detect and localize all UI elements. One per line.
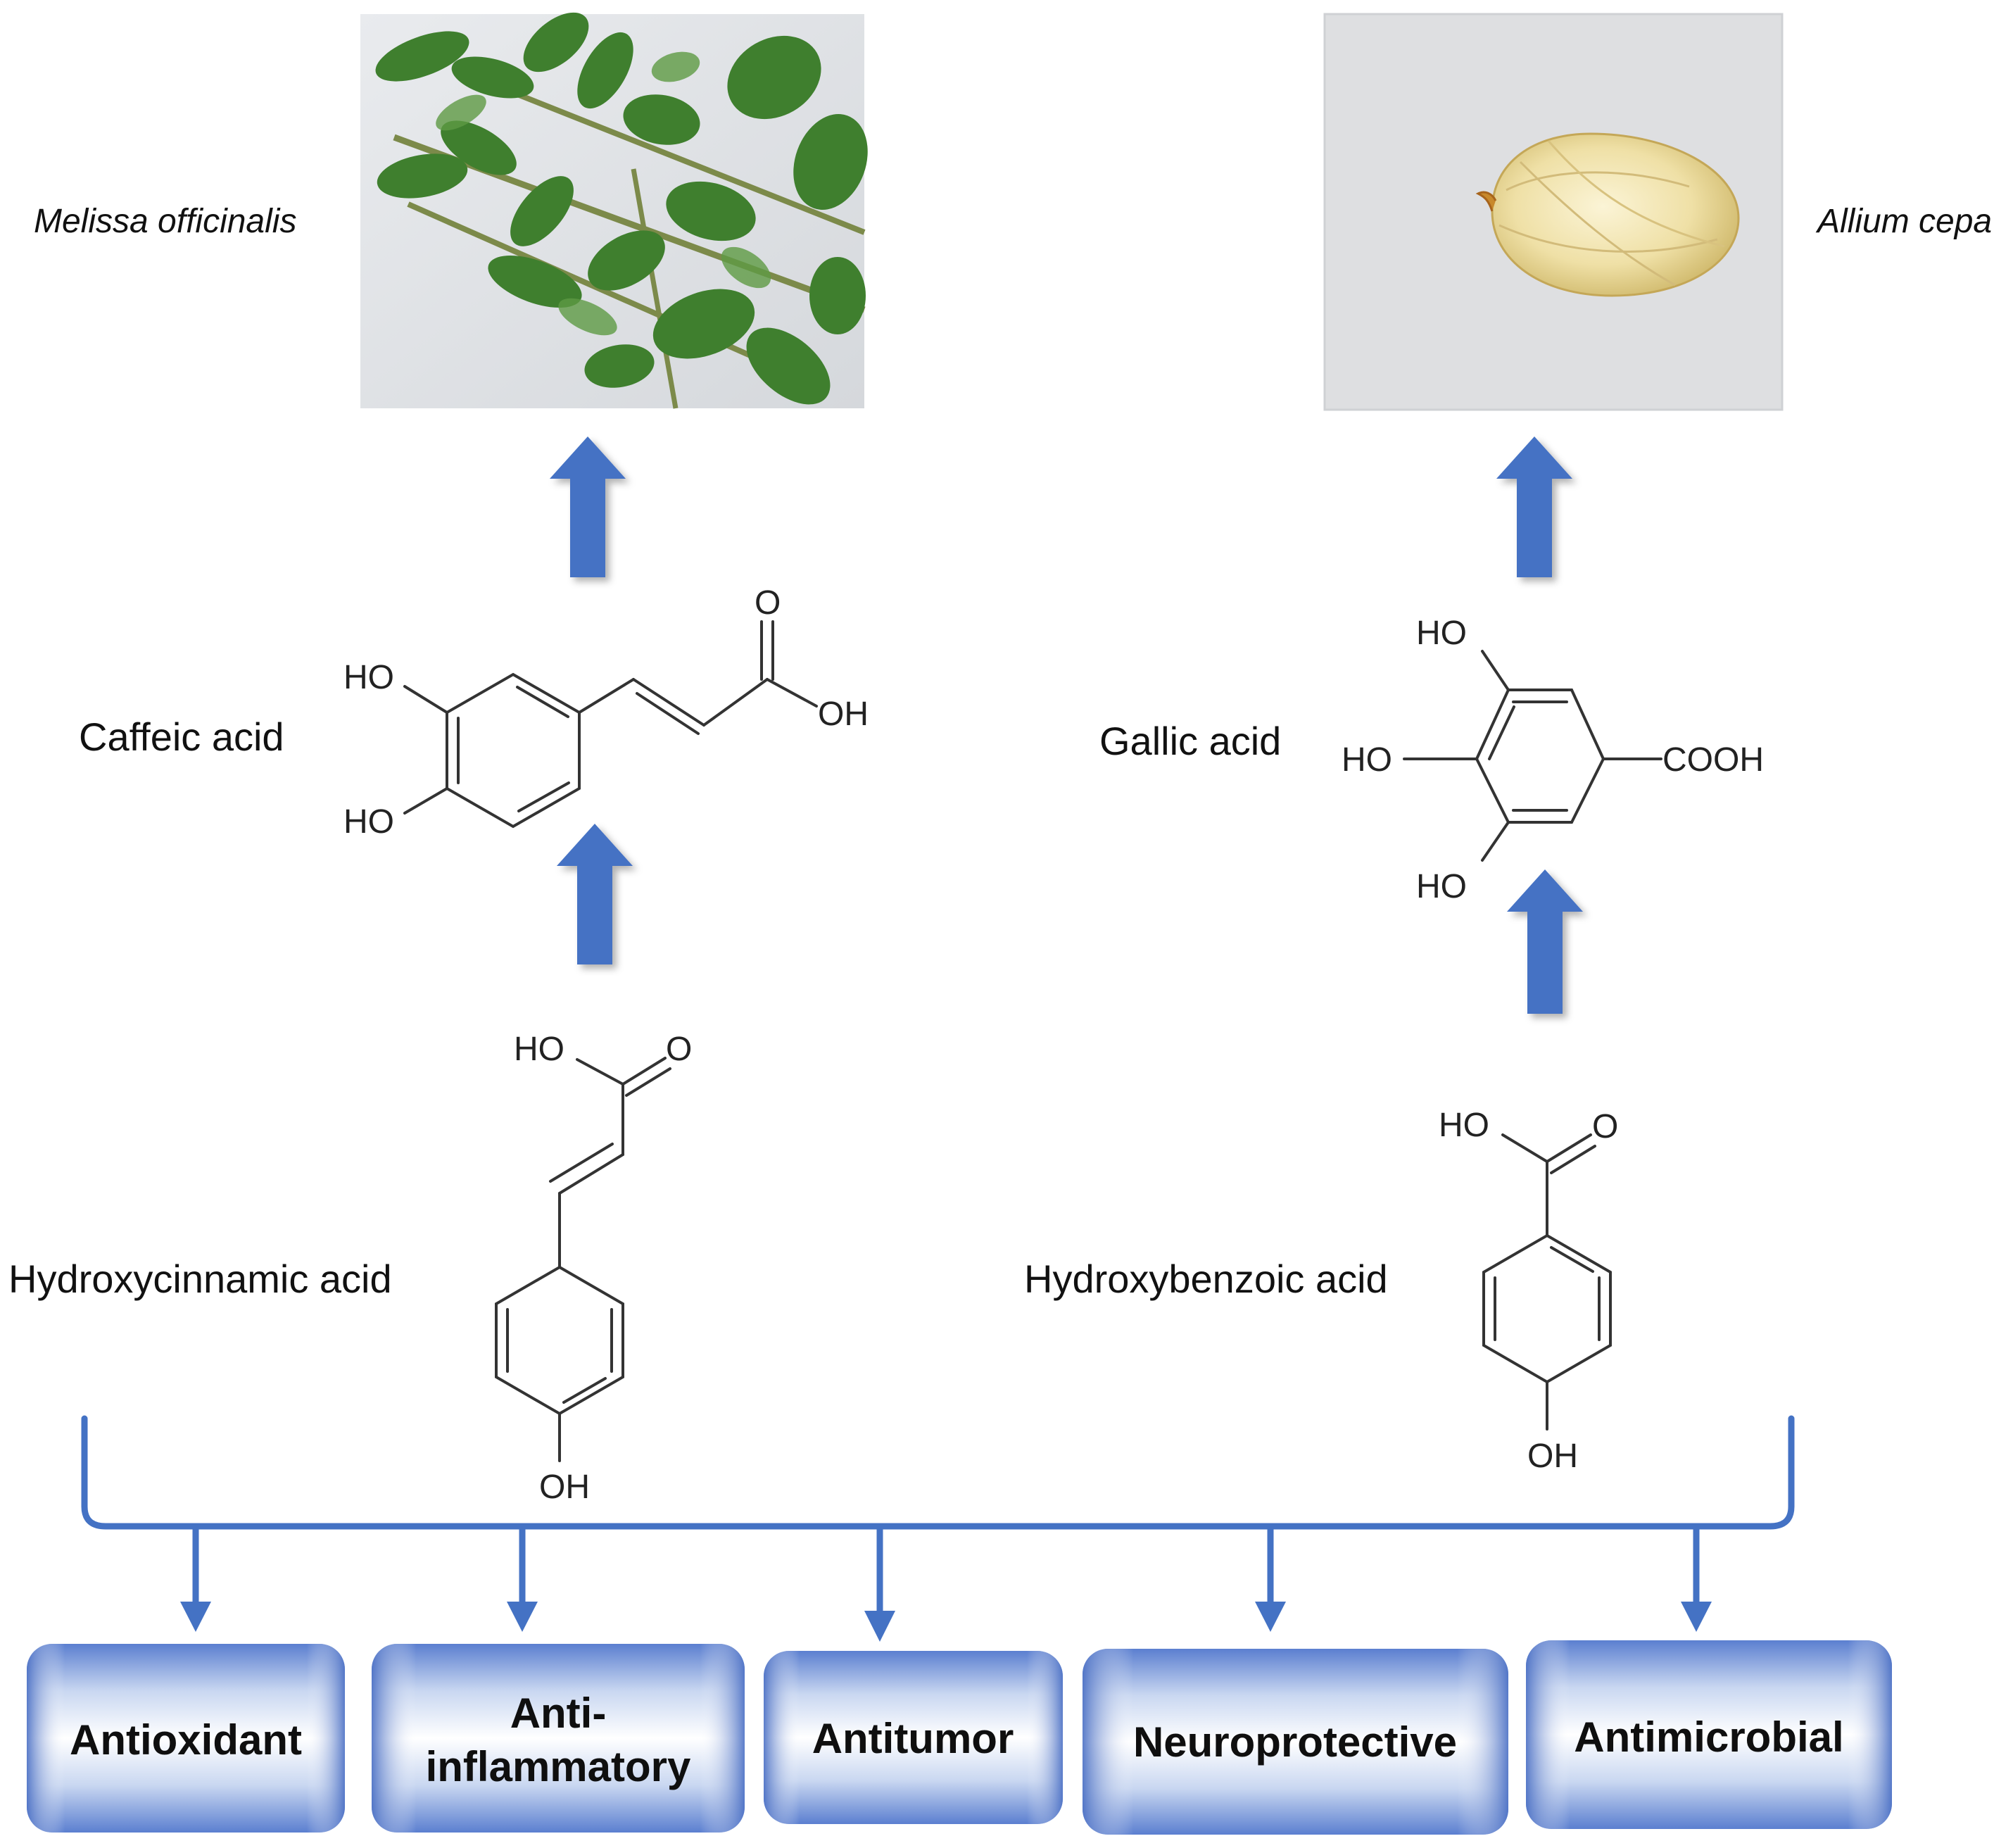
effect-box-anti-inflammatory: Anti- inflammatory xyxy=(372,1644,745,1833)
atom-label: OH xyxy=(818,696,869,733)
chemical-bond xyxy=(549,1143,614,1183)
atom-label: OH xyxy=(1527,1438,1578,1475)
arrow-up-hydroxycinnamic-to-caffeic xyxy=(557,824,633,964)
chemical-bond xyxy=(1481,821,1510,862)
effect-box-antimicrobial: Antimicrobial xyxy=(1526,1640,1892,1829)
compound-label-caffeic: Caffeic acid xyxy=(79,715,284,759)
atom-label: HO xyxy=(1342,741,1392,779)
effect-box-antitumor: Antitumor xyxy=(764,1651,1063,1824)
chemical-bond xyxy=(446,672,581,829)
chemical-bond xyxy=(1550,1145,1596,1174)
chemical-bond xyxy=(403,685,448,714)
effect-label-antimicrobial: Antimicrobial xyxy=(1574,1714,1843,1761)
chemical-bond xyxy=(578,678,635,714)
arrow-up-hydroxybenzoic-to-gallic xyxy=(1507,869,1583,1014)
chemical-bond xyxy=(1482,1233,1612,1384)
effect-label-inflammatory-line2: inflammatory xyxy=(426,1743,691,1790)
atom-label: COOH xyxy=(1662,741,1764,779)
chemical-bond xyxy=(1475,689,1605,824)
atom-label: OH xyxy=(539,1469,590,1506)
gallic-acid-structure: HO HO HO COOH xyxy=(1342,615,1764,905)
chemical-bond xyxy=(576,1058,624,1086)
connector-arrowheads xyxy=(180,1602,1712,1642)
hydroxybenzoic-acid-structure: HO O OH xyxy=(1439,1107,1618,1475)
arrow-up-gallic-to-allium xyxy=(1496,436,1572,577)
chemical-bond xyxy=(517,781,570,812)
species-label-right: Allium cepa xyxy=(1815,203,1992,240)
chemical-bond xyxy=(636,692,700,735)
onion-bulb-icon xyxy=(1475,132,1740,297)
chemical-bond xyxy=(558,1153,624,1195)
chemical-bond xyxy=(702,678,769,727)
arrow-up-caffeic-to-melissa xyxy=(550,436,626,577)
atom-label: HO xyxy=(1416,868,1467,905)
chemical-bond xyxy=(621,1057,667,1086)
chemical-bond xyxy=(1501,1133,1548,1163)
melissa-photo xyxy=(360,12,868,409)
chemical-bond xyxy=(1550,1246,1594,1273)
effect-label-anti-line1: Anti- xyxy=(510,1690,607,1737)
compound-label-gallic: Gallic acid xyxy=(1099,719,1281,763)
effect-label-neuroprotective: Neuroprotective xyxy=(1133,1718,1457,1766)
atom-label: HO xyxy=(1439,1107,1489,1144)
species-label-left: Melissa officinalis xyxy=(34,203,296,240)
chemical-bond xyxy=(1481,650,1510,691)
atom-label: HO xyxy=(343,803,394,841)
compound-label-hydroxycinnamic: Hydroxycinnamic acid xyxy=(8,1257,392,1301)
allium-photo xyxy=(1323,13,1784,411)
chemical-bond xyxy=(632,678,705,727)
leaf-branch-icon xyxy=(375,12,868,409)
effect-box-antioxidant: Antioxidant xyxy=(27,1644,345,1833)
atom-label: O xyxy=(666,1031,692,1068)
atom-label: HO xyxy=(1416,615,1467,652)
chemical-bond xyxy=(766,678,818,708)
effect-box-neuroprotective: Neuroprotective xyxy=(1083,1649,1508,1835)
atom-label: HO xyxy=(514,1031,564,1068)
atom-label: HO xyxy=(343,659,394,696)
atom-label: O xyxy=(1592,1108,1618,1145)
caffeic-acid-structure: HO HO O OH xyxy=(343,584,869,841)
effect-label-antitumor: Antitumor xyxy=(812,1715,1014,1762)
chemical-bond xyxy=(625,1067,671,1097)
chemical-bond xyxy=(1488,705,1515,760)
effect-label-antioxidant: Antioxidant xyxy=(70,1716,302,1764)
atom-label: O xyxy=(755,584,781,622)
chemical-bond xyxy=(403,787,448,815)
effects-bracket xyxy=(81,1415,1795,1623)
hydroxycinnamic-acid-structure: HO O OH xyxy=(495,1031,692,1506)
chemical-bond xyxy=(1546,1133,1592,1163)
chemical-bond xyxy=(562,1377,607,1404)
chemical-bond xyxy=(516,686,569,718)
chemical-bond xyxy=(495,1265,624,1416)
compound-label-hydroxybenzoic: Hydroxybenzoic acid xyxy=(1024,1257,1388,1301)
